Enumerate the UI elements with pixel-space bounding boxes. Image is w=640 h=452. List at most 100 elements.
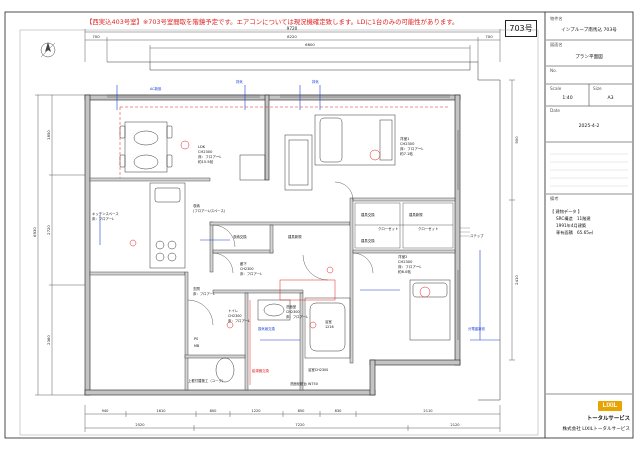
label-step: ステップ [470,233,484,238]
svg-text:床：フロアーL: 床：フロアーL [398,264,421,269]
svg-text:(フロアーL/スペース): (フロアーL/スペース) [193,208,226,213]
top-dimension-lines [84,29,501,62]
dim-top-upper: 6600 [305,42,315,47]
svg-text:約6.0帖: 約6.0帖 [398,269,411,274]
step-hatch [460,227,470,237]
dim-bottom-seg-1: 940 [102,409,110,413]
property-value: インプルーブ南馬込 703号 [561,28,617,33]
note-line: SRC構造 11階建 [556,216,591,221]
svg-text:キッチンスペース: キッチンスペース [92,211,119,216]
svg-text:CH2300: CH2300 [240,267,254,271]
title-block: 物件名 インプルーブ南馬込 703号 図面名 プラン平面図 No. Scale … [546,14,632,436]
room-western2-label: 洋室2 CH2300 床：フロアーL 約6.0帖 [398,254,421,274]
label-wardrobe-1: クローゼット [378,226,398,231]
label-exhaust: 排気 [236,79,243,84]
room-kitchen-label: キッチンスペース 床：フロアーL [92,211,119,221]
svg-text:LDK: LDK [198,145,206,149]
dim-left-seg-3: 2360 [46,335,51,345]
label-closet-c: 建具新規 [409,212,423,217]
size-label: Size [593,86,602,91]
label-sink-note: 洗面化粧台 W750 [290,381,318,386]
note-line: 専有面積 65.65㎡ [556,230,594,235]
bottom-dimension-lines [84,405,501,432]
dim-bottom-seg-2: 1610 [156,409,166,413]
blue-markings [99,85,500,341]
label-shoe-box: 収納交換 [233,234,247,239]
sofa [239,134,313,191]
label-red-note: 給湯器交換 [252,368,270,373]
svg-text:床：フロアーL: 床：フロアーL [92,216,114,221]
label-closet-d: 建具交換 [361,238,375,243]
svg-text:床：フロアーL: 床：フロアーL [286,314,308,319]
date-label: Date [550,108,561,113]
building-data-notes: 【 建物データ 】 SRC構造 11階建 1991年4月建築 専有面積 65.6… [550,208,628,236]
svg-text:1216: 1216 [325,325,334,329]
no-label: No. [550,68,557,73]
interior-walls [89,177,456,391]
red-markings [119,106,450,385]
left-dimension-lines [35,94,85,396]
dim-top-seg-1: 700 [92,34,100,39]
label-entrance-note: 上框付替施工（ユーク） [188,378,225,383]
dim-top-total: 9720 [287,26,298,31]
bathroom-fixtures [215,297,351,383]
dim-bottom-right: 2120 [450,423,460,427]
dim-left-total: 6930 [32,227,37,237]
svg-text:約15.5帖: 約15.5帖 [198,159,214,164]
dim-left-seg-1: 1850 [46,130,51,140]
svg-text:廊下: 廊下 [240,261,247,266]
dining-set [119,121,173,173]
label-aircon: AC新設 [150,86,162,91]
company-full-name: 株式会社 LIXILトータルサービス [562,427,630,432]
label-blue-note-2: 分電盤新設 [468,326,486,331]
closets [354,202,454,249]
label-wardrobe-2: クローゼット [418,226,438,231]
svg-text:床：フロアーL: 床：フロアーL [198,154,221,159]
label-bath-note: 浴室CH2300 [308,367,328,372]
svg-text:CH2300: CH2300 [228,314,242,318]
date-value: 2025-4-2 [578,124,600,129]
svg-text:洋室1: 洋室1 [400,136,409,141]
svg-text:床：フロアーL: 床：フロアーL [228,318,250,323]
svg-text:床：フロアーL: 床：フロアーL [240,271,262,276]
dim-bottom-seg-6: 830 [335,409,343,413]
drawing-inner-frame [19,29,539,436]
dim-top-seg-2: 8220 [287,34,297,39]
room-entrance-label: 玄関 床：フロアーL [193,286,215,296]
room-ldk-label: LDK CH2300 床：フロアーL 約15.5帖 [198,145,221,164]
bed-1 [314,114,396,166]
svg-text:CH2300: CH2300 [286,310,300,314]
bed-2 [409,279,451,341]
svg-text:洗面室: 洗面室 [286,304,297,309]
size-value: A3 [607,96,614,101]
dim-bottom-seg-7: 2110 [423,409,433,413]
room-toilet-label: トイレ CH2300 床：フロアーL [228,309,250,323]
label-closet-b: 建具交換 [361,212,375,217]
dim-bottom-total: 7220 [295,423,305,427]
room-hall-label: 廊下 CH2300 床：フロアーL [240,261,262,276]
room-washroom-label: 洗面室 CH2300 床：フロアーL [286,304,308,319]
label-pipe-space: PS [194,337,198,341]
drawing-label: 図面名 [550,42,563,47]
north-arrow-icon [40,42,56,58]
room-storage-label: 収納 (フロアーL/スペース) [193,203,226,213]
notice-text: 【西実込403号室】※703号室間取を階鏡予定です。エアコンについては現況機確定… [86,18,459,26]
company-name: トータルサービス [586,416,630,422]
drawing-value: プラン平面図 [575,55,603,60]
scale-value: 1:40 [562,96,573,101]
note-line: 【 建物データ 】 [550,209,582,214]
balcony [107,61,501,401]
property-label: 物件名 [550,16,563,21]
notes-label: 備考 [550,196,559,201]
svg-text:洋室2: 洋室2 [398,254,407,259]
windows [107,94,459,340]
svg-text:トイレ: トイレ [228,309,239,313]
lixil-logo: LIXIL [598,401,622,411]
door-swings [187,181,374,326]
label-exhaust-2: 排気 [312,79,319,84]
scale-label: Scale [550,86,562,91]
label-blue-note-1: 換気扇交換 [258,326,276,331]
